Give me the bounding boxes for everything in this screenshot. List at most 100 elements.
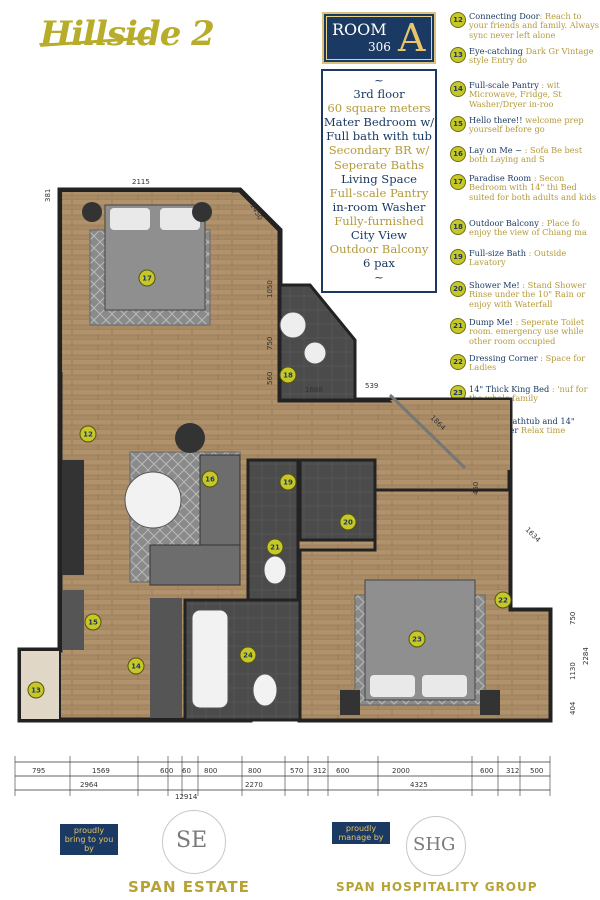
dim-1634: 1634 — [524, 526, 543, 545]
legend-desc: : Secon Bedroom with 14" thi Bed suited … — [469, 173, 597, 202]
dim-560: 560 — [266, 372, 274, 385]
feature-line: 3rd floor — [353, 87, 405, 102]
room-marker — [27, 681, 45, 699]
room-marker — [239, 646, 257, 664]
left-badge: proudly bring to you by — [60, 824, 118, 855]
legend-number: 18 — [450, 219, 466, 235]
room-marker — [408, 630, 426, 648]
legend-number: 15 — [450, 116, 466, 132]
room-marker-label: 16 — [205, 476, 215, 484]
dim-750a: 750 — [266, 337, 274, 350]
dim-group: 2270 — [245, 781, 263, 789]
legend-desc: : Sofa Be best both Laying and S — [469, 145, 583, 165]
legend-title: Shower Me! — [469, 280, 520, 290]
legend-text: Hello there!! welcome prep yourself befo… — [469, 115, 600, 135]
legend-desc: welcome prep yourself before go — [469, 115, 584, 135]
legend-number: 17 — [450, 174, 466, 190]
shg-mark: SHG — [413, 834, 456, 855]
dim-segment: 600 — [336, 767, 349, 775]
legend-desc: : Reach to your friends and family. Alwa… — [469, 11, 599, 40]
feature-line: 6 pax — [363, 256, 395, 271]
feature-line: in-room Washer — [332, 199, 426, 214]
legend-number: 13 — [450, 47, 466, 63]
room-marker-label: 17 — [142, 275, 152, 283]
shg-brand: SPAN HOSPITALITY GROUP — [336, 880, 538, 894]
feature-line: Seperate Baths — [333, 157, 425, 172]
room-marker — [79, 425, 97, 443]
room-marker — [279, 366, 297, 384]
legend-text: Shower Me! : Stand Shower Rinse under th… — [469, 280, 600, 309]
room-marker — [266, 538, 284, 556]
room-marker-label: 14 — [131, 663, 141, 671]
dim-1050: 1050 — [266, 280, 274, 298]
right-badge: proudly manage by — [332, 822, 390, 844]
feature-line: 60 square meters — [327, 101, 431, 116]
legend-title: Paradise Room — [469, 173, 532, 183]
legend-number: 12 — [450, 12, 466, 28]
feature-line: Living Space — [341, 171, 417, 186]
legend-title: Lay on Me ~ — [469, 145, 523, 155]
room-word: ROOM — [332, 20, 387, 39]
dim-1130: 1130 — [569, 662, 577, 680]
dim-2284: 2284 — [582, 647, 590, 665]
dim-2115: 2115 — [132, 178, 150, 186]
legend-title: Dump Me! — [469, 317, 513, 327]
legend-number: 16 — [450, 146, 466, 162]
room-badge: ROOM 306 A — [322, 12, 436, 64]
dim-segment: 500 — [530, 767, 543, 775]
dim-segment: 60 — [182, 767, 191, 775]
dim-segment: 800 — [204, 767, 217, 775]
legend-number: 22 — [450, 354, 466, 370]
room-marker-label: 19 — [283, 479, 293, 487]
legend-desc: : Place fo enjoy the view of Chiang ma — [469, 218, 587, 238]
room-marker-label: 18 — [283, 372, 293, 380]
legend-number: 21 — [450, 318, 466, 334]
room-marker-label: 21 — [270, 544, 280, 552]
dim-group: 4325 — [410, 781, 428, 789]
room-marker — [201, 470, 219, 488]
legend-title: Eye-catching — [469, 46, 523, 56]
legend-number: 19 — [450, 249, 466, 265]
legend-text: Outdoor Balcony : Place fo enjoy the vie… — [469, 218, 600, 238]
legend-text: Lay on Me ~ : Sofa Be best both Laying a… — [469, 145, 600, 165]
dim-1688: 1688 — [305, 386, 323, 394]
dim-segment: 312 — [506, 767, 519, 775]
legend-text: Full-scale Pantry : wit Microwave, Fridg… — [469, 80, 600, 109]
room-marker-label: 24 — [243, 652, 253, 660]
dim-segment: 2000 — [392, 767, 410, 775]
dim-539: 539 — [365, 382, 378, 390]
feature-line: Secondary BR w/ — [328, 143, 430, 158]
shg-logo — [406, 816, 466, 876]
legend-title: Hello there!! — [469, 115, 523, 125]
dim-381: 381 — [44, 189, 52, 202]
dim-segment: 800 — [248, 767, 261, 775]
span-estate-mark: SE — [176, 828, 208, 853]
room-marker — [138, 269, 156, 287]
dim-total: 12914 — [175, 793, 198, 801]
dim-750b: 750 — [569, 612, 577, 625]
page-title: Hillside 2 — [40, 14, 215, 54]
dim-segment: 1569 — [92, 767, 110, 775]
feature-line: Full-scale Pantry — [329, 185, 429, 200]
legend-desc: : Stand Shower Rinse under the 10" Rain … — [469, 280, 587, 309]
room-marker — [339, 513, 357, 531]
dim-segment: 600 — [160, 767, 173, 775]
legend-desc: Dark Gr Vintage style Entry do — [469, 46, 594, 66]
feature-line: Outdoor Balcony — [329, 242, 429, 257]
legend-text: Dressing Corner : Space for Ladies — [469, 353, 600, 373]
dim-segment: 600 — [480, 767, 493, 775]
legend-title: 14" Thick King Bed — [469, 384, 550, 394]
legend-desc: : Space for Ladies — [469, 353, 586, 373]
legend-title: Connecting Door — [469, 11, 540, 21]
room-marker-label: 15 — [88, 619, 98, 627]
room-marker-label: 23 — [412, 636, 422, 644]
room-marker — [127, 657, 145, 675]
